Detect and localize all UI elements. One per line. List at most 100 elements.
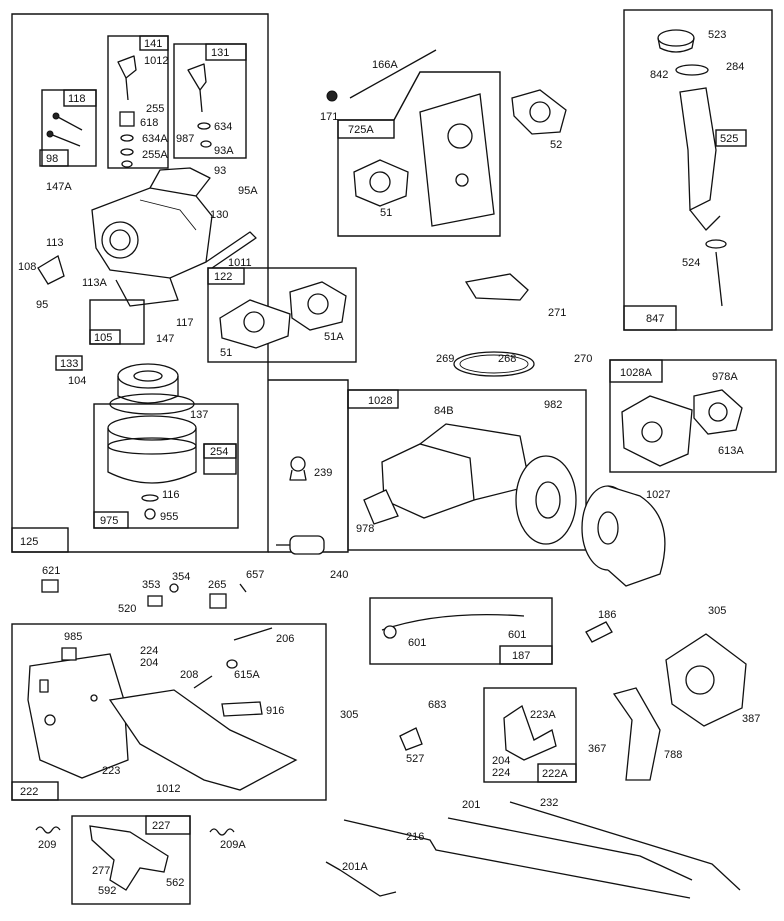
label: 524: [682, 257, 700, 269]
label: 916: [266, 705, 284, 717]
label: 367: [588, 743, 606, 755]
label: 592: [98, 885, 116, 897]
ring-269: [453, 351, 535, 377]
box-141: [139, 35, 169, 51]
box-254: [203, 443, 237, 459]
label: 613A: [718, 445, 744, 457]
label: 171: [320, 111, 338, 123]
rod-187: [381, 613, 525, 631]
label: 52: [550, 139, 562, 151]
label: 683: [428, 699, 446, 711]
label: 527: [406, 753, 424, 765]
frame-mid: [268, 379, 349, 553]
part-621: [41, 579, 59, 593]
frame-1028a: [609, 359, 777, 473]
label: 93A: [214, 145, 234, 157]
label: 204: [140, 657, 158, 669]
label: 125: [20, 536, 38, 548]
box-118: [63, 89, 97, 107]
label: 268: [498, 353, 516, 365]
label: 520: [118, 603, 136, 615]
oil-filter-1027: [581, 485, 666, 587]
box-122: [207, 267, 245, 285]
label: 84B: [434, 405, 454, 417]
frame-222: [11, 623, 327, 801]
box-525: [715, 129, 747, 147]
label: 137: [190, 409, 208, 421]
bowl-133: [117, 363, 179, 404]
label: 166A: [372, 59, 398, 71]
label: 232: [540, 797, 558, 809]
part-265: [209, 593, 227, 609]
box-133: [55, 355, 83, 371]
label: 116: [162, 489, 180, 501]
box-222a: [537, 763, 577, 783]
label: 117: [176, 317, 194, 329]
label: 985: [64, 631, 82, 643]
box-131: [205, 43, 247, 61]
label: 122: [214, 271, 232, 283]
part-657: [239, 583, 247, 593]
rod-201a: [325, 861, 397, 897]
label: 284: [726, 61, 744, 73]
part-788: [612, 687, 661, 781]
label: 208: [180, 669, 198, 681]
label: 1012: [144, 55, 168, 67]
label: 269: [436, 353, 454, 365]
rod-201: [447, 817, 693, 881]
label: 147A: [46, 181, 72, 193]
frame-227: [71, 815, 191, 905]
box-227: [145, 815, 191, 835]
ring-268: [459, 354, 529, 374]
box-975: [93, 511, 129, 529]
box-125: [11, 527, 69, 553]
bracket-271: [464, 273, 529, 301]
spring-209a: [209, 828, 235, 836]
label: 95A: [238, 185, 258, 197]
label: 975: [100, 515, 118, 527]
label: 51: [220, 347, 232, 359]
needle-part: [117, 55, 137, 101]
label: 725A: [348, 124, 374, 136]
frame-847: [623, 9, 773, 331]
label: 305: [708, 605, 726, 617]
box-98: [39, 149, 69, 167]
label: 222: [20, 786, 38, 798]
box-222: [11, 781, 59, 801]
label: 51A: [324, 331, 344, 343]
label: 227: [152, 820, 170, 832]
gasket-51: [353, 159, 409, 207]
gasket-51a-right: [289, 281, 347, 331]
label: 147: [156, 333, 174, 345]
label: 1028A: [620, 367, 652, 379]
label: 187: [512, 650, 530, 662]
label: 239: [314, 467, 332, 479]
box-187: [499, 645, 553, 665]
label: 615A: [234, 669, 260, 681]
label: 223: [102, 765, 120, 777]
part-186: [585, 621, 613, 643]
label: 987: [176, 133, 194, 145]
label: 209A: [220, 839, 246, 851]
label: 270: [574, 353, 592, 365]
nut-171: [326, 90, 338, 102]
label: 634A: [142, 133, 168, 145]
label: 1012: [156, 783, 180, 795]
label: 131: [211, 47, 229, 59]
label: 133: [60, 358, 78, 370]
plate-725a: [419, 93, 495, 227]
label: 788: [664, 749, 682, 761]
label: 222A: [542, 768, 568, 780]
label: 1011: [228, 257, 252, 269]
label: 387: [742, 713, 760, 725]
frame-1011: [207, 267, 357, 363]
label: 618: [140, 117, 158, 129]
label: 206: [276, 633, 294, 645]
part-520: [147, 595, 163, 607]
label: 223A: [530, 709, 556, 721]
label: 224: [140, 645, 158, 657]
screws-118: [46, 112, 83, 147]
spring-209: [35, 826, 61, 834]
eye-601: [383, 625, 397, 639]
